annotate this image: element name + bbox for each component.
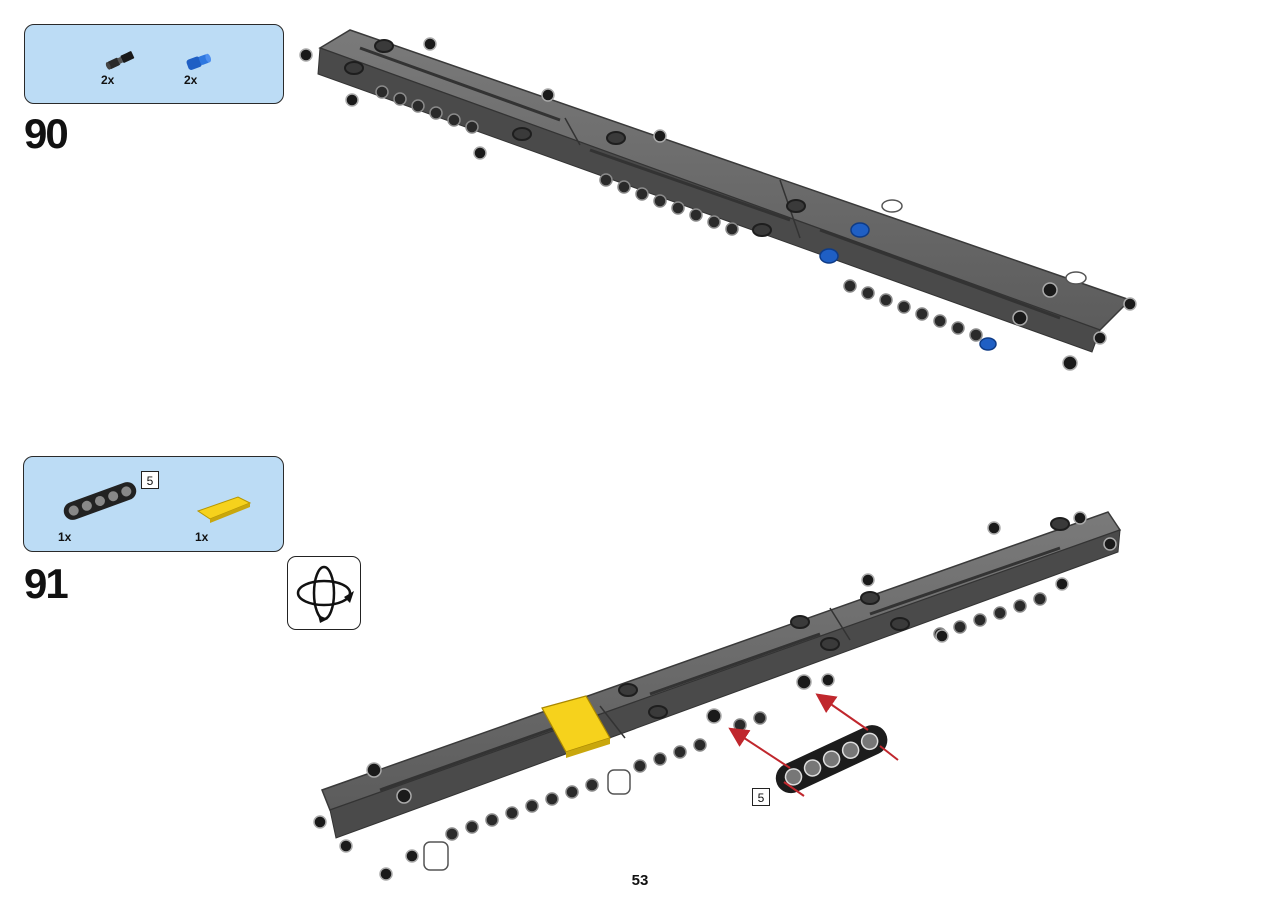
step-91-parts-callout: 5 1x 1x: [23, 456, 284, 552]
black-beam-icon: [63, 482, 137, 520]
new-beam-part: [775, 725, 888, 794]
blue-axle-pin-icon: [186, 53, 212, 70]
step-90-model: [299, 29, 1137, 371]
page-number: 53: [631, 872, 649, 889]
step-91-model: [313, 511, 1122, 881]
step-91-number: 91: [24, 560, 69, 607]
rotate-model-icon: [287, 556, 361, 630]
step-91-beam-length-label: 5: [141, 471, 159, 489]
step-91-part-1-quantity: 1x: [58, 530, 72, 544]
black-axle-pin-icon: [105, 51, 135, 70]
step-90-parts-callout: 2x 2x: [24, 24, 284, 104]
rotate-arrows-icon: [296, 565, 354, 623]
step-90-number: 90: [24, 110, 69, 157]
step-91-part-2-quantity: 1x: [195, 530, 209, 544]
yellow-tile-placed: [541, 695, 611, 758]
step-90-part-1-quantity: 2x: [101, 73, 115, 87]
assembly-arrows: [728, 693, 899, 797]
yellow-tile-icon: [196, 496, 252, 523]
step-91-beam-callout-length: 5: [752, 788, 770, 806]
step-90-part-2-quantity: 2x: [184, 73, 198, 87]
